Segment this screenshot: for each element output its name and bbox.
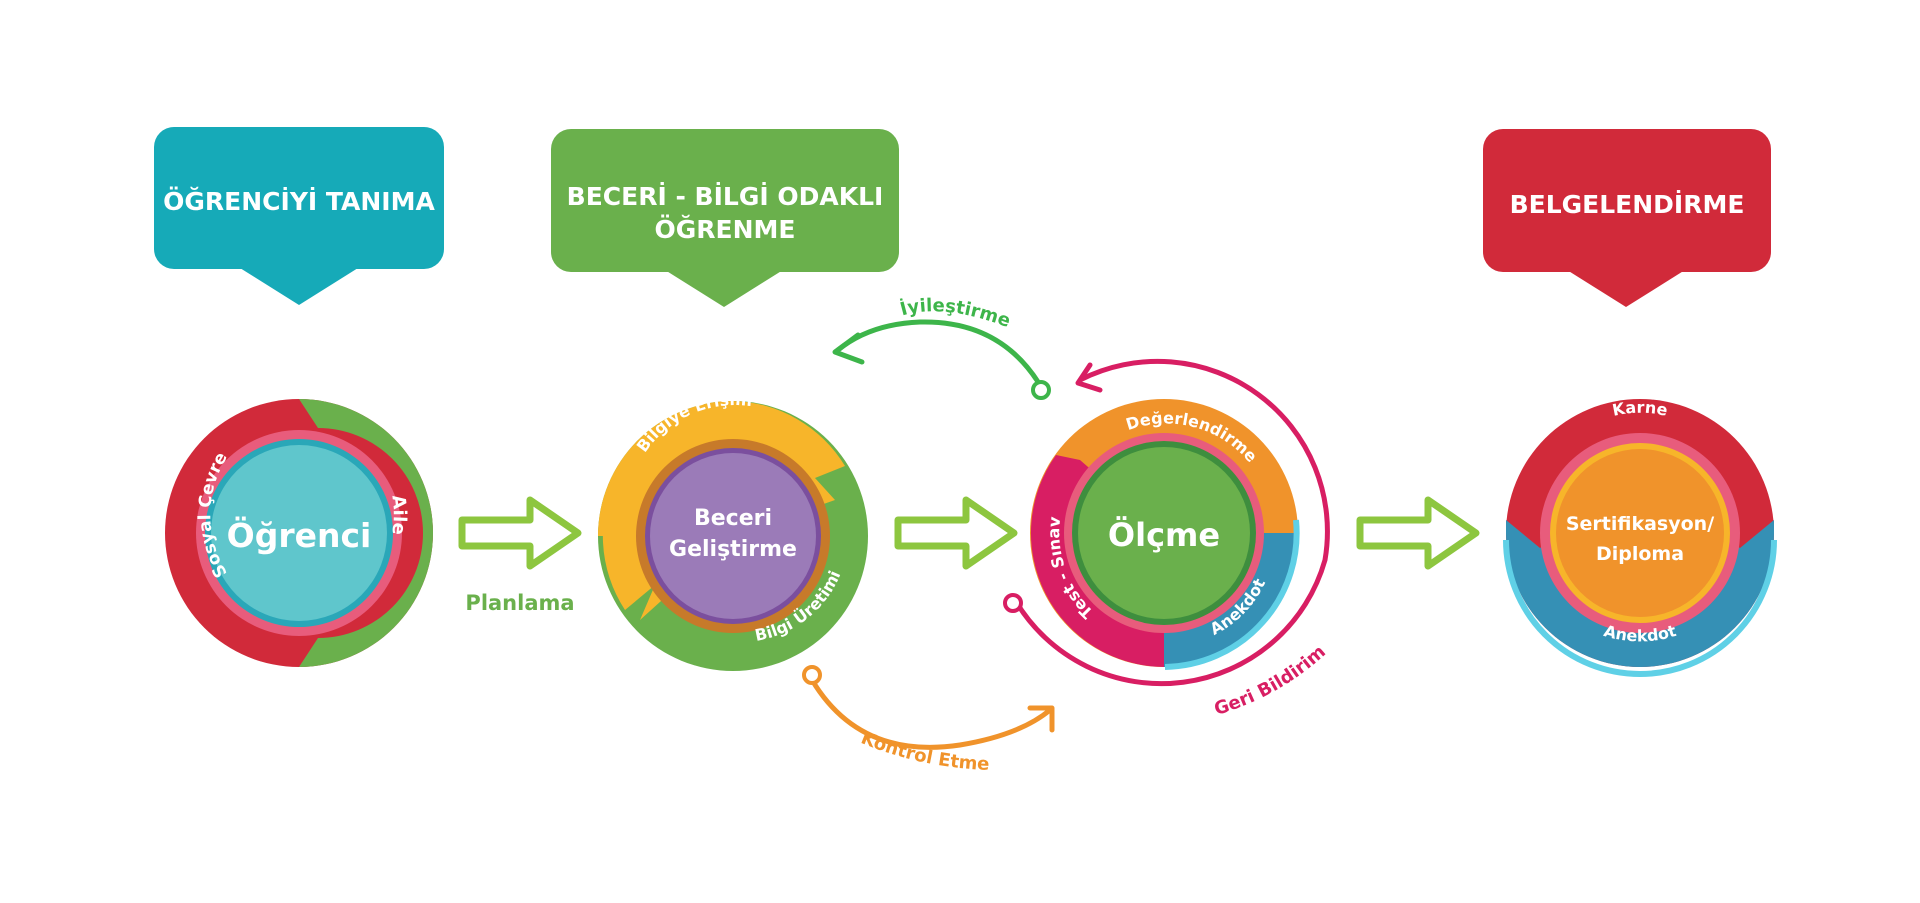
iyilestirme-arrow	[832, 319, 1051, 400]
header-beceri-bilgi-line1: BECERİ - BİLGİ ODAKLI	[567, 181, 884, 211]
olcme-center-label: Ölçme	[1108, 516, 1220, 554]
geri-bildirim-start-dot	[1003, 593, 1023, 613]
kontrol-etme-label: Kontrol Etme	[858, 728, 990, 775]
iyilestirme-start-dot	[1031, 380, 1051, 400]
belge-center-line1: Sertifikasyon/	[1566, 513, 1714, 535]
header-ogrenciyi-tanima: ÖĞRENCİYİ TANIMA	[154, 127, 444, 305]
header-belgelendirme-label: BELGELENDİRME	[1510, 189, 1745, 219]
circle-beceri: Beceri Geliştirme Bilgiye Erişim Bilgi Ü…	[598, 390, 868, 671]
beceri-center-line1: Beceri	[694, 506, 772, 531]
arrow-right-icon	[1356, 496, 1480, 570]
arrow-right-icon	[894, 496, 1018, 570]
circle-ogrenci: Öğrenci Sosyal Çevre Aile	[165, 399, 433, 667]
arrow-right-icon	[458, 496, 582, 570]
header-beceri-bilgi: BECERİ - BİLGİ ODAKLI ÖĞRENME	[551, 129, 899, 307]
header-belgelendirme: BELGELENDİRME	[1483, 129, 1771, 307]
belge-center-line2: Diploma	[1596, 543, 1684, 565]
kontrol-etme-arrow	[802, 665, 1055, 750]
kontrol-etme-start-dot	[802, 665, 822, 685]
beceri-center-line2: Geliştirme	[669, 537, 797, 562]
geri-bildirim-loop	[1003, 358, 1330, 687]
aile-label: Aile	[387, 494, 410, 536]
circle-belgelendirme: Sertifikasyon/ Diploma Karne Anekdot	[1503, 398, 1777, 677]
karne-label: Karne	[1611, 398, 1670, 420]
header-beceri-bilgi-line2: ÖĞRENME	[655, 214, 796, 244]
header-ogrenciyi-tanima-label: ÖĞRENCİYİ TANIMA	[163, 186, 435, 216]
planlama-label: Planlama	[465, 591, 574, 615]
circle-olcme: Ölçme Değerlendirme Test - Sınav Anekdot	[1030, 399, 1300, 670]
geri-bildirim-label: Geri Bildirim	[1212, 641, 1330, 720]
ogrenci-center-label: Öğrenci	[227, 515, 372, 555]
